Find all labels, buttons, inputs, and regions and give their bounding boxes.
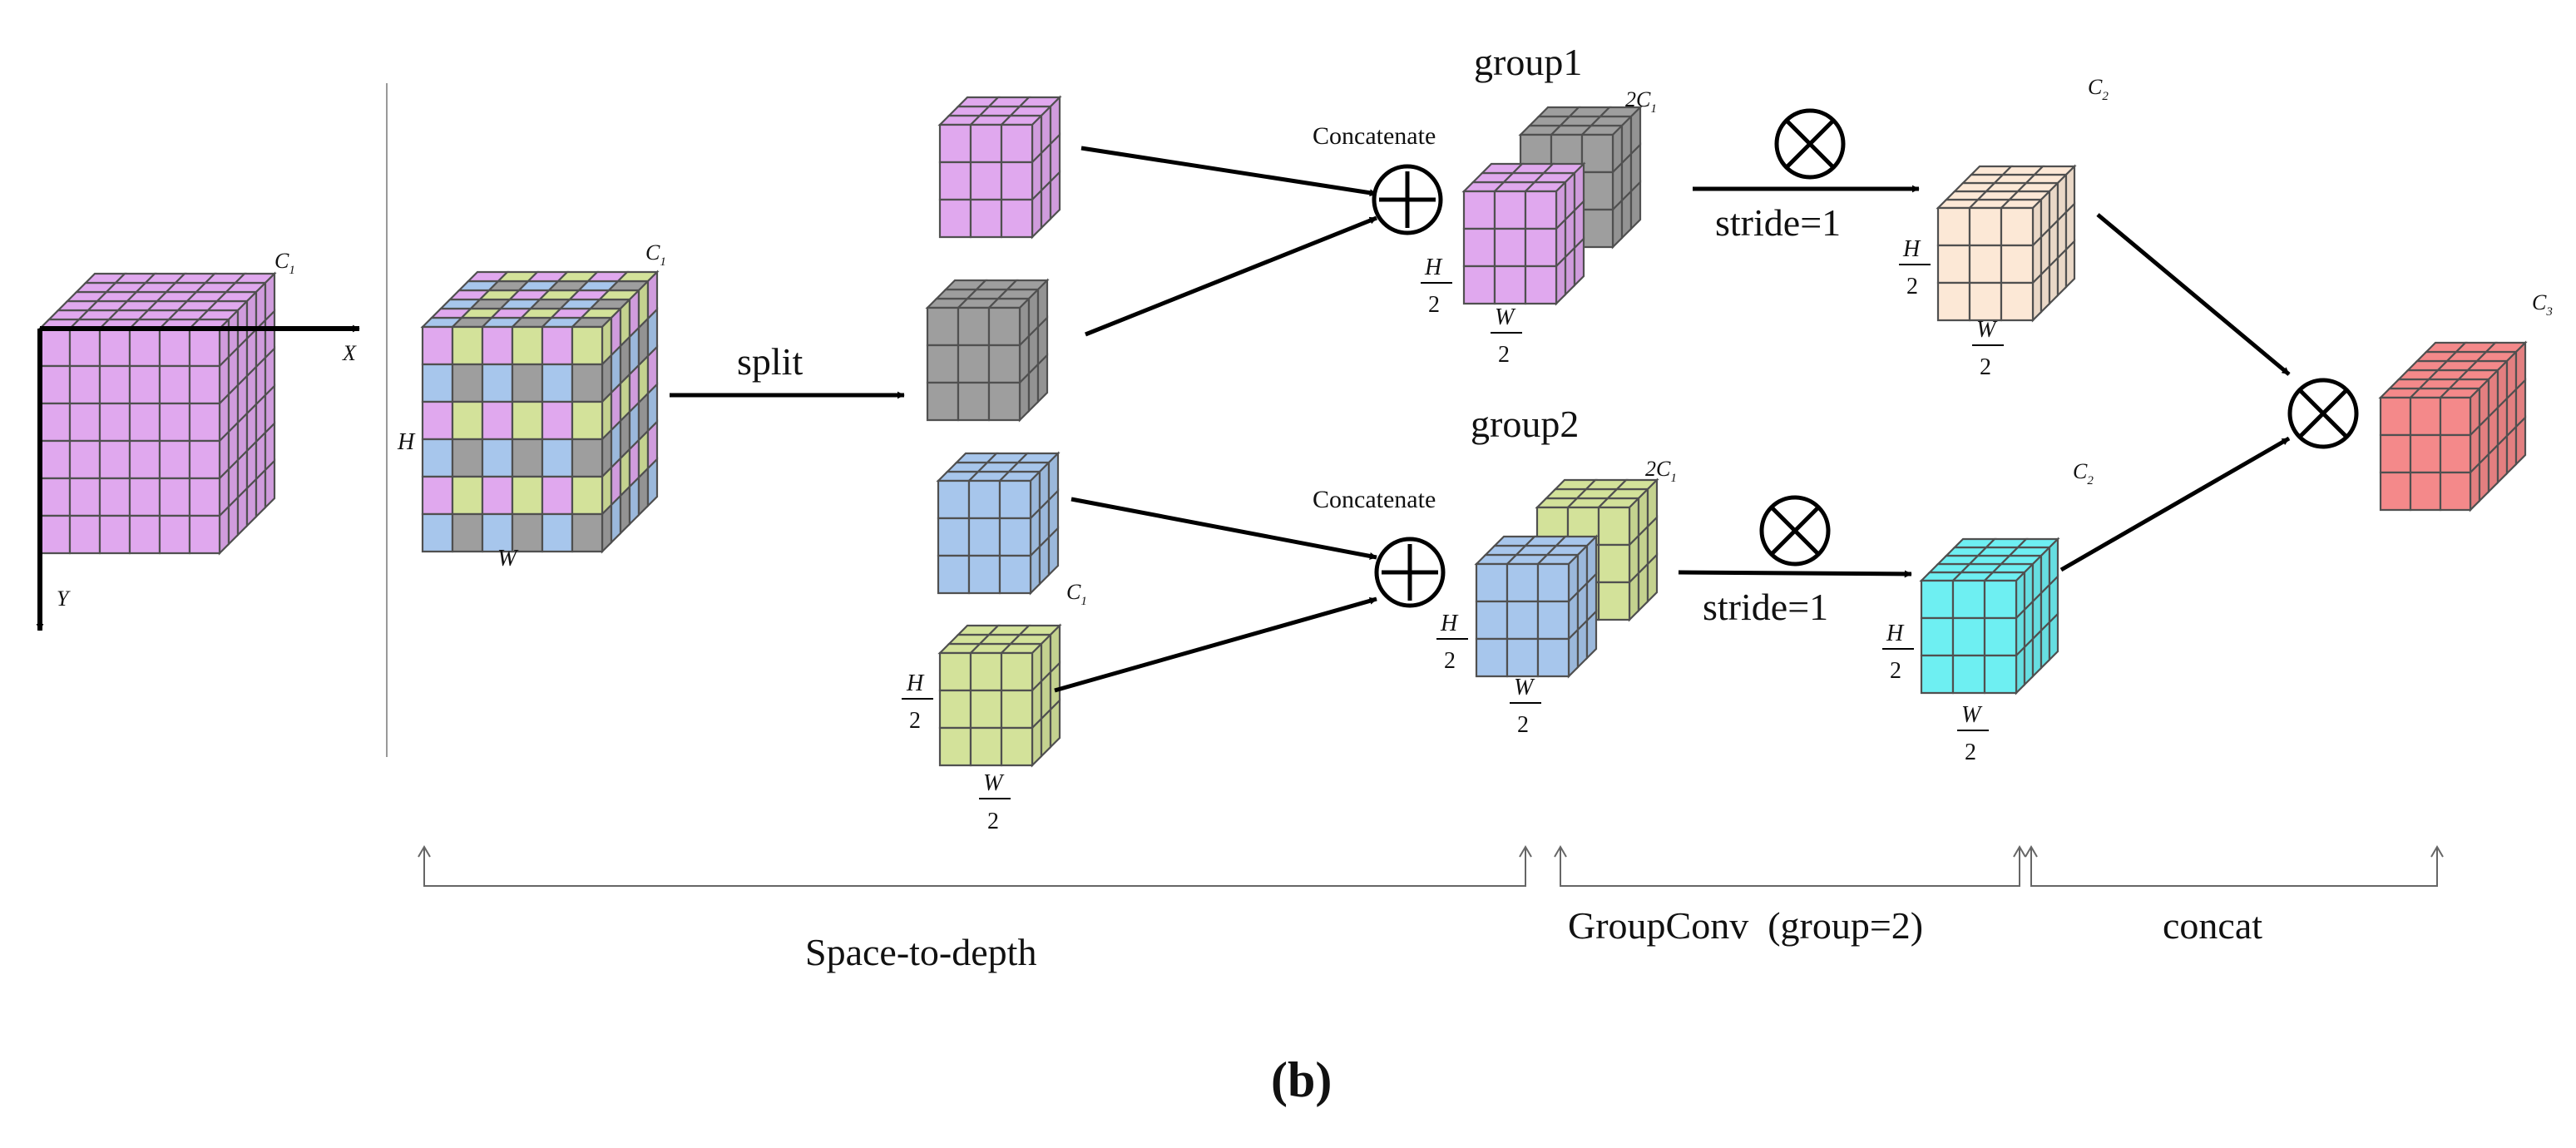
conv2-arrow — [1678, 570, 1912, 578]
frac-num: W — [1495, 304, 1516, 330]
conv1-height-fraction: H 2 — [1899, 236, 1931, 299]
group1-front-purple — [1461, 161, 1586, 306]
frac-den: 2 — [1965, 740, 1976, 765]
arrow-blue-to-concat2 — [1070, 497, 1377, 560]
arrow-conv1-to-output — [2096, 213, 2291, 376]
conv2-channel-label: C2 — [2073, 459, 2094, 487]
frac-den: 2 — [1444, 648, 1456, 674]
group1-title: group1 — [1474, 41, 1582, 83]
s2d-channel-label: C1 — [645, 240, 666, 269]
input-axes: X Y — [36, 324, 360, 631]
frac-den: 2 — [1906, 274, 1918, 299]
frac-den: 2 — [1428, 292, 1440, 318]
concat-plus-icon — [1372, 164, 1443, 235]
small-cube-channel-label: C1 — [1066, 580, 1087, 608]
s2d-height-label: H — [397, 429, 416, 455]
concat-label: concat — [2163, 904, 2262, 947]
frac-num: H — [1440, 611, 1459, 636]
frac-num: H — [1886, 621, 1905, 646]
frac-den: 2 — [1980, 354, 1991, 380]
space-to-depth-label: Space-to-depth — [805, 931, 1036, 973]
conv2-output-cube — [1919, 537, 2060, 695]
conv2: stride=1 C2 H 2 W 2 — [1678, 459, 2094, 765]
conv1-stride-label: stride=1 — [1715, 201, 1841, 244]
frac-num: H — [1424, 255, 1443, 280]
split-cube-green — [937, 623, 1062, 768]
conv1-channel-label: C2 — [2088, 75, 2109, 103]
conv1: stride=1 C2 H 2 W 2 — [1693, 75, 2109, 380]
frac-num: W — [1961, 702, 1983, 728]
final-output-cube — [2378, 340, 2528, 512]
multiply-icon — [1774, 108, 1846, 180]
frac-den: 2 — [1517, 712, 1529, 738]
s2d-width-label: W — [497, 546, 519, 572]
arrow-conv2-to-output — [2059, 436, 2291, 572]
input-cube — [37, 271, 277, 556]
frac-den: 2 — [1498, 342, 1510, 368]
space-to-depth-bracket — [423, 849, 1526, 887]
conv1-output-cube — [1936, 164, 2077, 323]
arrow-purple-to-concat1 — [1080, 146, 1377, 197]
bottom-brackets — [418, 845, 2444, 887]
frac-num: H — [1902, 236, 1921, 262]
frac-den: 2 — [987, 809, 999, 834]
figure-caption: (b) — [1271, 1052, 1332, 1107]
split-cube-blue — [936, 451, 1061, 596]
frac-num: H — [906, 670, 925, 696]
group2-front-blue — [1474, 534, 1599, 679]
group2-height-fraction: H 2 — [1436, 611, 1468, 674]
group2-title: group2 — [1471, 403, 1579, 445]
frac-den: 2 — [1890, 658, 1901, 684]
conv2-stride-label: stride=1 — [1703, 586, 1828, 628]
small-cube-width-fraction: W 2 — [979, 770, 1011, 834]
frac-num: W — [1976, 317, 1998, 343]
groupconv-label: GroupConv (group=2) — [1568, 904, 1923, 947]
group1-concat-label: Concatenate — [1313, 122, 1436, 150]
group2-width-fraction: W 2 — [1510, 675, 1541, 738]
conv2-width-fraction: W 2 — [1957, 702, 1989, 765]
cubes-layer — [37, 95, 2528, 768]
frac-num: W — [983, 770, 1005, 796]
x-axis-label: X — [342, 341, 357, 365]
multiply-icon — [2287, 378, 2359, 449]
group1-height-fraction: H 2 — [1421, 255, 1452, 318]
frac-num: W — [1514, 675, 1535, 700]
space-to-depth-cube — [420, 270, 660, 554]
group1-channel-label: 2C1 — [1625, 87, 1657, 116]
concat-plus-icon — [1374, 537, 1446, 608]
conv2-height-fraction: H 2 — [1882, 621, 1914, 684]
split-cube-gray — [925, 278, 1050, 423]
arrow-gray-to-concat1 — [1085, 215, 1377, 337]
split-cube-purple — [937, 95, 1062, 240]
concat-bracket — [2030, 849, 2438, 887]
arrow-green-to-concat2 — [1054, 596, 1377, 693]
group2-concat-label: Concatenate — [1313, 486, 1436, 513]
frac-den: 2 — [909, 708, 921, 734]
small-cube-height-fraction: H 2 — [902, 670, 933, 734]
split-label: split — [737, 340, 803, 383]
output-channel-label: C3 — [2532, 290, 2553, 319]
group1: group1 Concatenate 2C1 H 2 W 2 — [1313, 41, 1657, 368]
conv1-width-fraction: W 2 — [1972, 317, 2004, 380]
multiply-icon — [1759, 495, 1831, 567]
y-axis-label: Y — [57, 586, 71, 611]
final-combine: C3 — [2059, 213, 2553, 572]
group1-width-fraction: W 2 — [1491, 304, 1522, 368]
group2-channel-label: 2C1 — [1645, 457, 1677, 485]
input-channel-label: C1 — [274, 249, 295, 277]
group2: group2 Concatenate 2C1 H 2 W 2 — [1313, 403, 1677, 738]
groupconv-bracket — [1560, 849, 2020, 887]
